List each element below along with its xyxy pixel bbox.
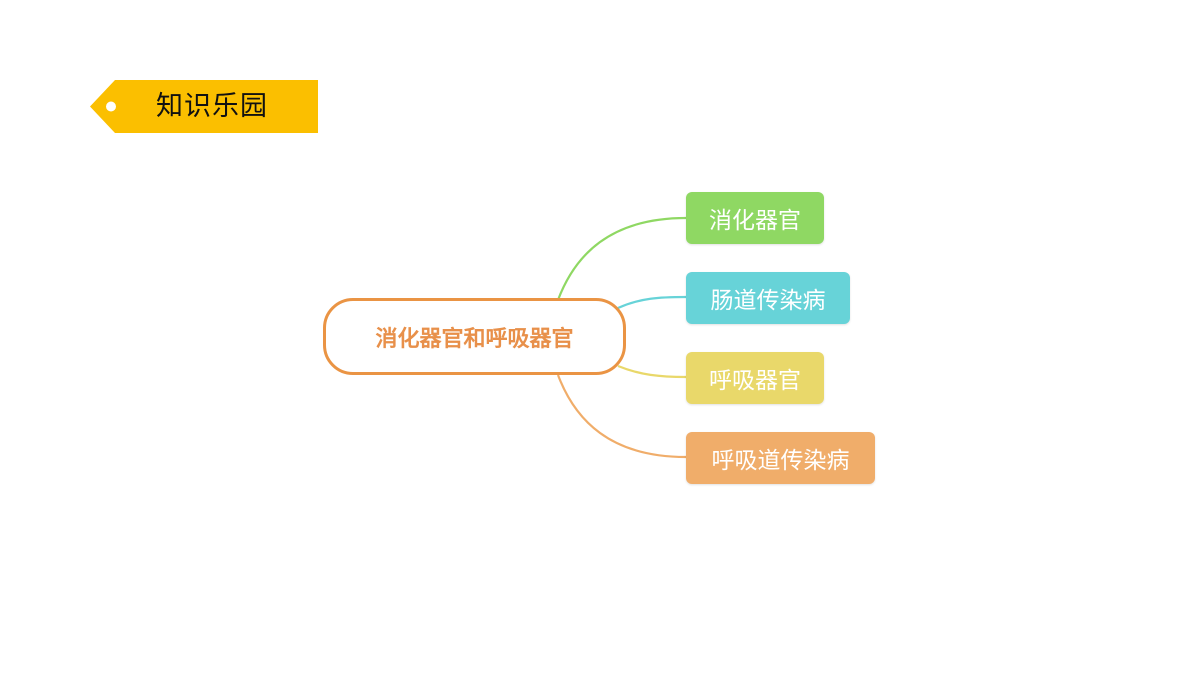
tag-shape xyxy=(90,80,318,133)
tag-label: 知识乐园 xyxy=(156,91,268,122)
connector-branch-3 xyxy=(617,364,687,379)
tag-hole-icon xyxy=(106,101,116,112)
branch-label: 消化器官 xyxy=(709,208,801,234)
branch-label: 呼吸器官 xyxy=(709,368,801,394)
central-topic-label: 消化器官和呼吸器官 xyxy=(375,326,574,352)
branch-digestive-organs[interactable]: 消化器官 xyxy=(686,192,824,244)
branch-intestinal-infectious-disease[interactable]: 肠道传染病 xyxy=(686,272,850,324)
connector-branch-4 xyxy=(556,374,687,459)
central-topic[interactable]: 消化器官和呼吸器官 xyxy=(323,298,626,375)
branch-respiratory-organs[interactable]: 呼吸器官 xyxy=(686,352,824,404)
section-tag: 知识乐园 xyxy=(90,80,318,133)
branch-label: 肠道传染病 xyxy=(710,288,826,314)
connector-branch-1 xyxy=(556,216,687,301)
branch-label: 呼吸道传染病 xyxy=(711,448,850,474)
connector-branch-2 xyxy=(617,295,687,310)
tag-background xyxy=(90,80,318,133)
branch-respiratory-infectious-disease[interactable]: 呼吸道传染病 xyxy=(686,432,875,484)
